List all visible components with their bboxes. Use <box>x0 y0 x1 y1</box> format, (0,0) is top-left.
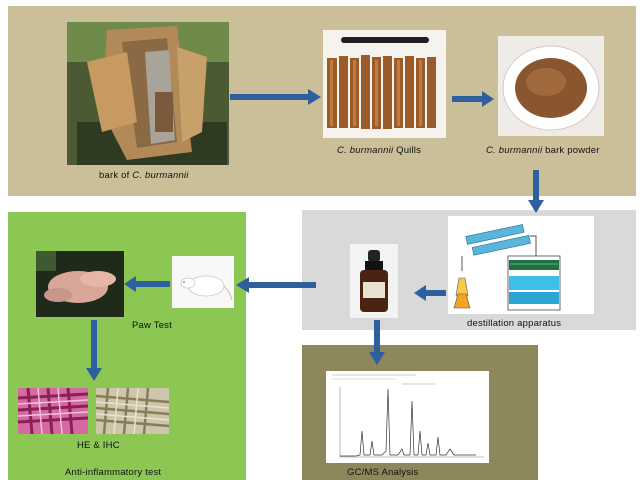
arrow-quills-to-powder <box>452 91 494 107</box>
destillation-label: destillation apparatus <box>467 318 562 329</box>
bark-photo <box>67 22 229 165</box>
arrow-oil-to-gcms <box>369 320 385 365</box>
anti-inflammatory-label: Anti-inflammatory test <box>65 467 162 478</box>
quills-label-species: C. burmannii <box>337 145 394 156</box>
svg-text:.: . <box>564 261 565 265</box>
arrow-rat-to-paw <box>124 276 170 292</box>
ihc-stain-image <box>96 388 169 434</box>
powder-photo <box>498 36 604 136</box>
rat-image <box>172 256 234 308</box>
bark-label: bark of C. burmannii <box>99 170 189 181</box>
quills-label: C. burmannii Quills <box>337 145 421 156</box>
he-stain-image <box>18 388 88 434</box>
gcms-label: GC/MS Analysis <box>347 467 419 478</box>
bark-label-prefix: bark of <box>99 170 133 181</box>
svg-text:.: . <box>564 293 565 297</box>
arrow-powder-to-destillation <box>528 170 544 213</box>
paw-test-photo <box>36 251 124 317</box>
svg-text:.: . <box>564 277 565 281</box>
powder-label-suffix: bark powder <box>542 145 600 156</box>
he-ihc-label: HE & IHC <box>77 440 120 451</box>
powder-label-species: C. burmannii <box>486 145 543 156</box>
essential-oil-bottle-image <box>350 244 398 318</box>
arrow-bark-to-quills <box>230 89 321 105</box>
paw-test-label: Paw Test <box>132 320 172 331</box>
arrow-destillation-to-oil <box>414 285 446 301</box>
arrow-oil-to-rat <box>236 277 316 293</box>
powder-label: C. burmannii bark powder <box>486 145 600 156</box>
quills-label-suffix: Quills <box>393 145 422 156</box>
arrow-paw-to-histology <box>86 320 102 381</box>
bark-label-species: C. burmannii <box>132 170 189 181</box>
quills-photo <box>323 30 446 138</box>
destillation-apparatus-image: . . . <box>448 216 594 314</box>
gcms-chromatogram-image <box>326 371 489 463</box>
